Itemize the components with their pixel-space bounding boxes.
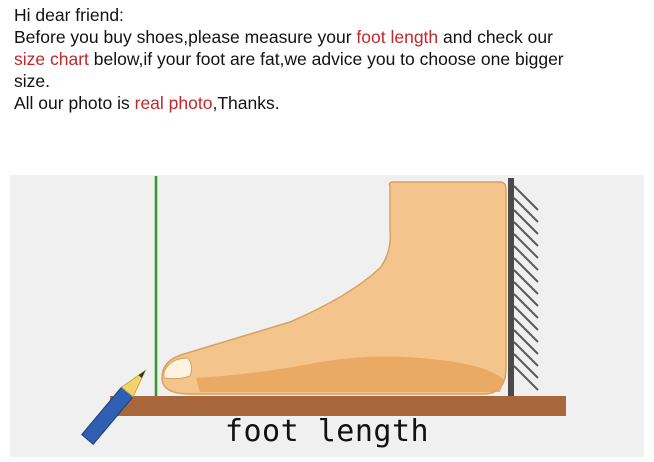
- instruction-line-2: size chart below,if your foot are fat,we…: [14, 48, 644, 70]
- wall-icon: [508, 178, 539, 398]
- foot-icon: [161, 181, 507, 395]
- pencil-icon: [81, 369, 147, 445]
- instruction-text: ,Thanks.: [212, 93, 280, 113]
- greeting: Hi dear friend:: [14, 5, 124, 25]
- instruction-text: and check our: [438, 27, 553, 47]
- instruction-line-3: size.: [14, 71, 50, 91]
- intro-text: Hi dear friend: Before you buy shoes,ple…: [14, 4, 644, 114]
- instruction-text: Before you buy shoes,please measure your: [14, 27, 357, 47]
- real-photo-highlight: real photo: [134, 93, 213, 113]
- instruction-line-1: Before you buy shoes,please measure your…: [14, 26, 644, 48]
- floor: [110, 396, 566, 416]
- instruction-line-4: All our photo is real photo,Thanks.: [14, 92, 644, 114]
- instruction-text: below,if your foot are fat,we advice you…: [88, 49, 564, 69]
- foot-length-highlight: foot length: [356, 27, 439, 47]
- instruction-text: All our photo is: [14, 93, 135, 113]
- foot-length-caption: foot length: [224, 414, 430, 449]
- size-chart-highlight: size chart: [14, 49, 89, 69]
